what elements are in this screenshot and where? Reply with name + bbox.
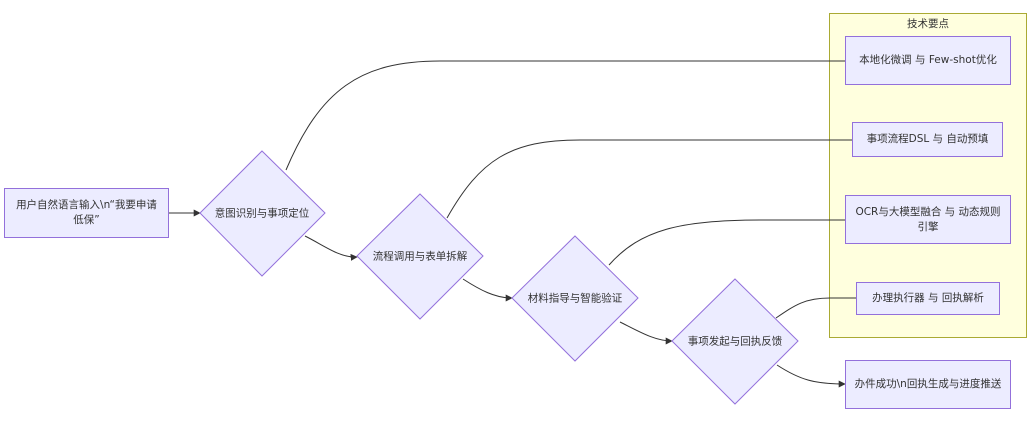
node-local-finetune: 本地化微调 与 Few-shot优化	[845, 36, 1011, 85]
edge-material-submit	[619, 321, 673, 345]
label-intent: 意图识别与事项定位	[214, 207, 310, 220]
edge-material-ocr	[608, 219, 845, 266]
label-submit: 事项发起与回执反馈	[687, 335, 783, 348]
edge-flow-material	[462, 278, 513, 302]
diamond-flow	[356, 193, 484, 320]
edge-intent-local	[285, 60, 845, 171]
edge-submit-success	[776, 364, 846, 388]
edge-flow-dsl	[446, 139, 852, 219]
node-dsl: 事项流程DSL 与 自动预填	[852, 122, 1003, 157]
label-flow: 流程调用与表单拆解	[372, 250, 468, 263]
node-executor: 办理执行器 与 回执解析	[856, 282, 1000, 315]
diamond-intent	[199, 150, 326, 277]
node-success: 办件成功\n回执生成与进度推送	[845, 360, 1011, 409]
cluster-title: 技术要点	[907, 18, 949, 30]
node-start: 用户自然语言输入\n“我要申请低保”	[4, 188, 169, 238]
diamond-material	[511, 235, 639, 362]
node-ocr: OCR与大模型融合 与 动态规则引擎	[845, 195, 1011, 244]
diamond-submit	[671, 278, 799, 405]
edge-intent-flow	[304, 235, 358, 261]
label-material: 材料指导与智能验证	[527, 292, 623, 305]
edge-submit-exec	[775, 297, 856, 319]
